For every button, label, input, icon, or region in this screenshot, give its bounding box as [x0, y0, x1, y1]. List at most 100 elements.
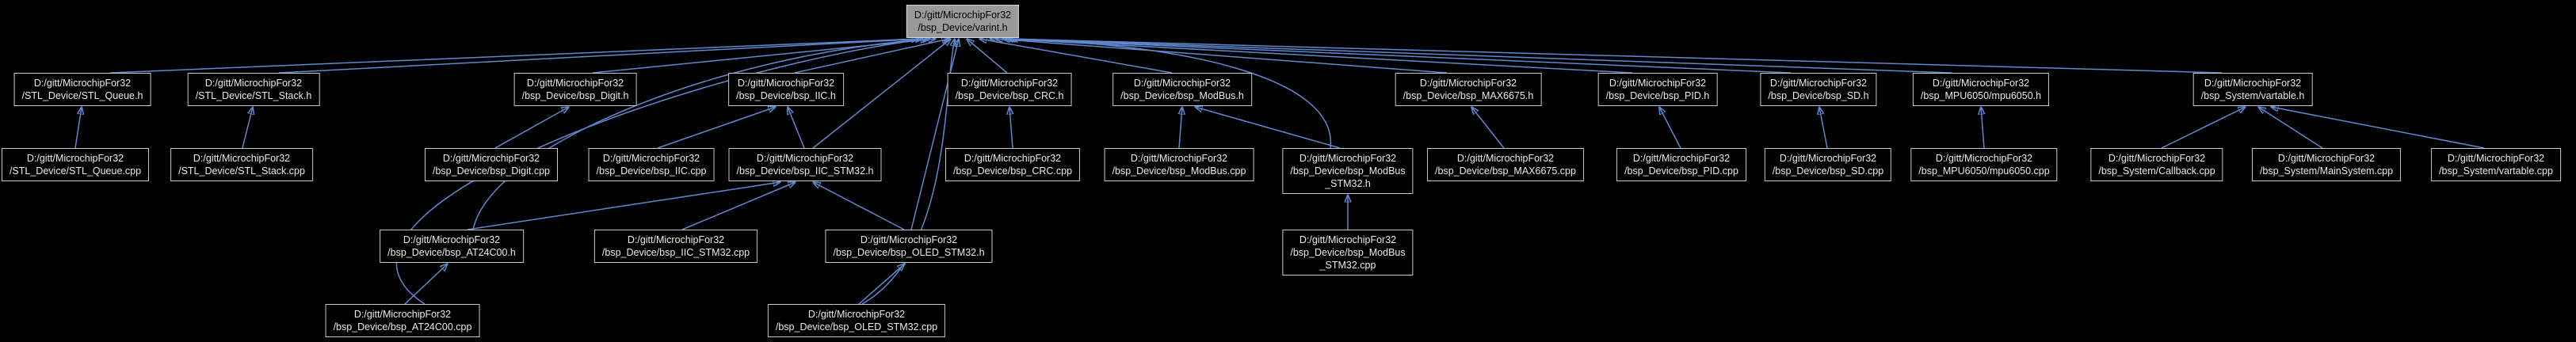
graph-node-label: /bsp_Device/bsp_ModBus — [1290, 247, 1406, 258]
graph-node-bsp_modbus_h[interactable]: D:/gitt/MicrochipFor32/bsp_Device/bsp_Mo… — [1112, 73, 1252, 106]
graph-node-label: /bsp_System/vartable.cpp — [2439, 165, 2553, 177]
graph-node-label: D:/gitt/MicrochipFor32 — [1130, 153, 1228, 164]
graph-node-stl_queue_cpp[interactable]: D:/gitt/MicrochipFor32/STL_Device/STL_Qu… — [1, 148, 150, 181]
graph-edge — [2258, 107, 2323, 149]
graph-edge — [74, 107, 82, 149]
graph-edge — [813, 182, 905, 230]
graph-edge — [467, 182, 780, 230]
graph-node-label: D:/gitt/MicrochipFor32 — [1769, 78, 1868, 89]
graph-node-label: /bsp_MPU6050/mpu6050.cpp — [1918, 165, 2050, 177]
graph-node-label: D:/gitt/MicrochipFor32 — [756, 153, 854, 164]
graph-node-bsp_modbus_stm32_cpp[interactable]: D:/gitt/MicrochipFor32/bsp_Device/bsp_Mo… — [1282, 230, 1414, 276]
graph-edge — [1179, 107, 1182, 149]
graph-edge — [1009, 107, 1013, 149]
graph-edge — [1981, 107, 1984, 149]
graph-edge — [858, 264, 905, 305]
graph-node-label: /bsp_Device/bsp_CRC.h — [955, 90, 1064, 101]
graph-node-label: D:/gitt/MicrochipFor32 — [526, 78, 624, 89]
graph-edge — [472, 39, 930, 230]
graph-node-mpu6050_h[interactable]: D:/gitt/MicrochipFor32/bsp_MPU6050/mpu60… — [1912, 73, 2050, 106]
graph-node-bsp_sd_h[interactable]: D:/gitt/MicrochipFor32/bsp_Device/bsp_SD… — [1760, 73, 1877, 106]
graph-node-label: D:/gitt/MicrochipFor32 — [193, 153, 291, 164]
graph-edge — [278, 39, 923, 74]
graph-node-bsp_iic_stm32_h[interactable]: D:/gitt/MicrochipFor32/bsp_Device/bsp_II… — [728, 148, 882, 181]
graph-node-label: /bsp_Device/varint.h — [918, 22, 1008, 33]
graph-node-label: D:/gitt/MicrochipFor32 — [204, 78, 303, 89]
graph-node-label: D:/gitt/MicrochipFor32 — [602, 153, 700, 164]
graph-node-label: /bsp_Device/bsp_IIC_STM32.h — [736, 165, 874, 177]
graph-node-label: D:/gitt/MicrochipFor32 — [26, 153, 124, 164]
graph-node-bsp_pid_cpp[interactable]: D:/gitt/MicrochipFor32/bsp_Device/bsp_PI… — [1616, 148, 1746, 181]
graph-edge — [109, 39, 919, 74]
graph-node-label: D:/gitt/MicrochipFor32 — [2108, 153, 2206, 164]
graph-node-vartable_cpp[interactable]: D:/gitt/MicrochipFor32/bsp_System/vartab… — [2431, 148, 2561, 181]
graph-node-label: /STL_Device/STL_Queue.cpp — [9, 165, 142, 177]
graph-edge — [1008, 39, 1952, 74]
graph-node-bsp_at24c00_h[interactable]: D:/gitt/MicrochipFor32/bsp_Device/bsp_AT… — [380, 230, 524, 263]
graph-node-label: D:/gitt/MicrochipFor32 — [2277, 153, 2376, 164]
graph-node-stl_queue_h[interactable]: D:/gitt/MicrochipFor32/STL_Device/STL_Qu… — [13, 73, 151, 106]
graph-node-vartable_h[interactable]: D:/gitt/MicrochipFor32/bsp_System/vartab… — [2192, 73, 2313, 106]
graph-node-label: D:/gitt/MicrochipFor32 — [860, 234, 958, 245]
graph-node-mpu6050_cpp[interactable]: D:/gitt/MicrochipFor32/bsp_MPU6050/mpu60… — [1910, 148, 2058, 181]
graph-node-label: /bsp_Device/bsp_OLED_STM32.cpp — [775, 321, 938, 332]
graph-node-bsp_oled_stm32_cpp[interactable]: D:/gitt/MicrochipFor32/bsp_Device/bsp_OL… — [767, 304, 946, 337]
graph-node-bsp_digit_h[interactable]: D:/gitt/MicrochipFor32/bsp_Device/bsp_Di… — [513, 73, 637, 106]
graph-node-label: D:/gitt/MicrochipFor32 — [403, 234, 501, 245]
graph-node-label: D:/gitt/MicrochipFor32 — [1935, 153, 2033, 164]
graph-node-stl_stack_cpp[interactable]: D:/gitt/MicrochipFor32/STL_Device/STL_St… — [170, 148, 313, 181]
graph-node-bsp_max6675_h[interactable]: D:/gitt/MicrochipFor32/bsp_Device/bsp_MA… — [1395, 73, 1542, 106]
graph-node-label: /bsp_Device/bsp_SD.h — [1768, 90, 1869, 101]
graph-edge — [967, 39, 1008, 74]
graph-node-bsp_oled_stm32_h[interactable]: D:/gitt/MicrochipFor32/bsp_Device/bsp_OL… — [825, 230, 993, 263]
graph-node-label: _STM32.cpp — [1319, 260, 1376, 271]
graph-node-label: /bsp_Device/bsp_OLED_STM32.h — [833, 247, 985, 258]
graph-node-label: D:/gitt/MicrochipFor32 — [960, 78, 1059, 89]
graph-node-stl_stack_h[interactable]: D:/gitt/MicrochipFor32/STL_Device/STL_St… — [187, 73, 320, 106]
graph-node-label: D:/gitt/MicrochipFor32 — [807, 309, 906, 320]
graph-node-label: /bsp_Device/bsp_ModBus — [1290, 165, 1406, 177]
graph-node-bsp_pid_h[interactable]: D:/gitt/MicrochipFor32/bsp_Device/bsp_PI… — [1597, 73, 1718, 106]
graph-edge — [1471, 107, 1505, 149]
graph-edge — [979, 39, 1173, 74]
graph-node-bsp_sd_cpp[interactable]: D:/gitt/MicrochipFor32/bsp_Device/bsp_SD… — [1764, 148, 1892, 181]
graph-node-label: /bsp_Device/bsp_Digit.h — [521, 90, 629, 101]
graph-node-label: D:/gitt/MicrochipFor32 — [353, 309, 452, 320]
graph-node-label: /bsp_System/MainSystem.cpp — [2259, 165, 2394, 177]
graph-node-label: D:/gitt/MicrochipFor32 — [1419, 78, 1517, 89]
graph-edge — [1006, 39, 1792, 74]
graph-edge — [812, 39, 951, 149]
graph-node-bsp_iic_cpp[interactable]: D:/gitt/MicrochipFor32/bsp_Device/bsp_II… — [588, 148, 715, 181]
graph-edge — [794, 39, 949, 74]
graph-node-label: /bsp_Device/bsp_IIC_STM32.cpp — [601, 247, 750, 258]
graph-edge — [910, 39, 959, 230]
graph-node-label: D:/gitt/MicrochipFor32 — [964, 153, 1062, 164]
graph-node-label: /STL_Device/STL_Queue.h — [21, 90, 143, 101]
graph-node-label: /bsp_System/vartable.h — [2200, 90, 2305, 101]
graph-node-bsp_iic_h[interactable]: D:/gitt/MicrochipFor32/bsp_Device/bsp_II… — [728, 73, 844, 106]
graph-node-callback_cpp[interactable]: D:/gitt/MicrochipFor32/bsp_System/Callba… — [2090, 148, 2223, 181]
graph-node-label: /bsp_Device/bsp_IIC.cpp — [596, 165, 707, 177]
graph-edge — [1195, 107, 1341, 149]
graph-edge — [1819, 107, 1828, 149]
graph-edge — [990, 39, 1331, 149]
graph-node-bsp_modbus_stm32_h[interactable]: D:/gitt/MicrochipFor32/bsp_Device/bsp_Mo… — [1282, 148, 1414, 194]
graph-node-bsp_modbus_cpp[interactable]: D:/gitt/MicrochipFor32/bsp_Device/bsp_Mo… — [1104, 148, 1254, 181]
graph-node-label: /STL_Device/STL_Stack.cpp — [178, 165, 305, 177]
graph-node-label: /bsp_Device/bsp_PID.cpp — [1624, 165, 1738, 177]
graph-node-mainsystem_cpp[interactable]: D:/gitt/MicrochipFor32/bsp_System/MainSy… — [2251, 148, 2402, 181]
graph-node-bsp_digit_cpp[interactable]: D:/gitt/MicrochipFor32/bsp_Device/bsp_Di… — [425, 148, 558, 181]
graph-node-varint_h[interactable]: D:/gitt/MicrochipFor32/bsp_Device/varint… — [906, 5, 1020, 38]
graph-node-label: /bsp_Device/bsp_ModBus.cpp — [1112, 165, 1246, 177]
graph-edge — [657, 107, 776, 149]
graph-node-label: /bsp_MPU6050/mpu6050.h — [1920, 90, 2042, 101]
graph-node-label: /bsp_Device/bsp_AT24C00.h — [387, 247, 516, 258]
graph-node-label: D:/gitt/MicrochipFor32 — [914, 10, 1012, 21]
graph-node-bsp_crc_cpp[interactable]: D:/gitt/MicrochipFor32/bsp_Device/bsp_CR… — [945, 148, 1081, 181]
graph-edge — [2271, 107, 2485, 149]
graph-node-bsp_max6675_cpp[interactable]: D:/gitt/MicrochipFor32/bsp_Device/bsp_MA… — [1427, 148, 1584, 181]
graph-node-bsp_at24c00_cpp[interactable]: D:/gitt/MicrochipFor32/bsp_Device/bsp_AT… — [325, 304, 480, 337]
graph-node-bsp_crc_h[interactable]: D:/gitt/MicrochipFor32/bsp_Device/bsp_CR… — [947, 73, 1072, 106]
graph-node-bsp_iic_stm32_cpp[interactable]: D:/gitt/MicrochipFor32/bsp_Device/bsp_II… — [593, 230, 758, 263]
